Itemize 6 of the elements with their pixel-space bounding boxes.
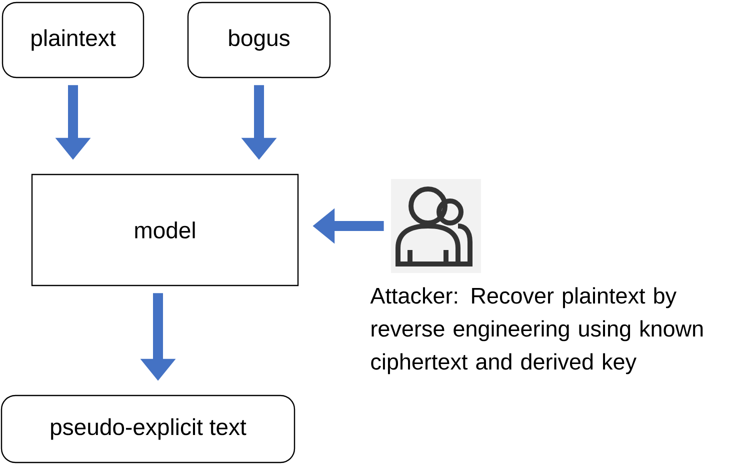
node-label: Attacker: Recover plaintext by reverse engineering using known ciphertext and derived key (370, 287, 703, 374)
rounded-box: plaintext (2, 2, 144, 78)
rounded-box: pseudo-explicit text (0, 394, 296, 464)
rounded-box: bogus (187, 2, 331, 78)
process-box: model (31, 174, 299, 286)
person-icon (391, 179, 481, 273)
